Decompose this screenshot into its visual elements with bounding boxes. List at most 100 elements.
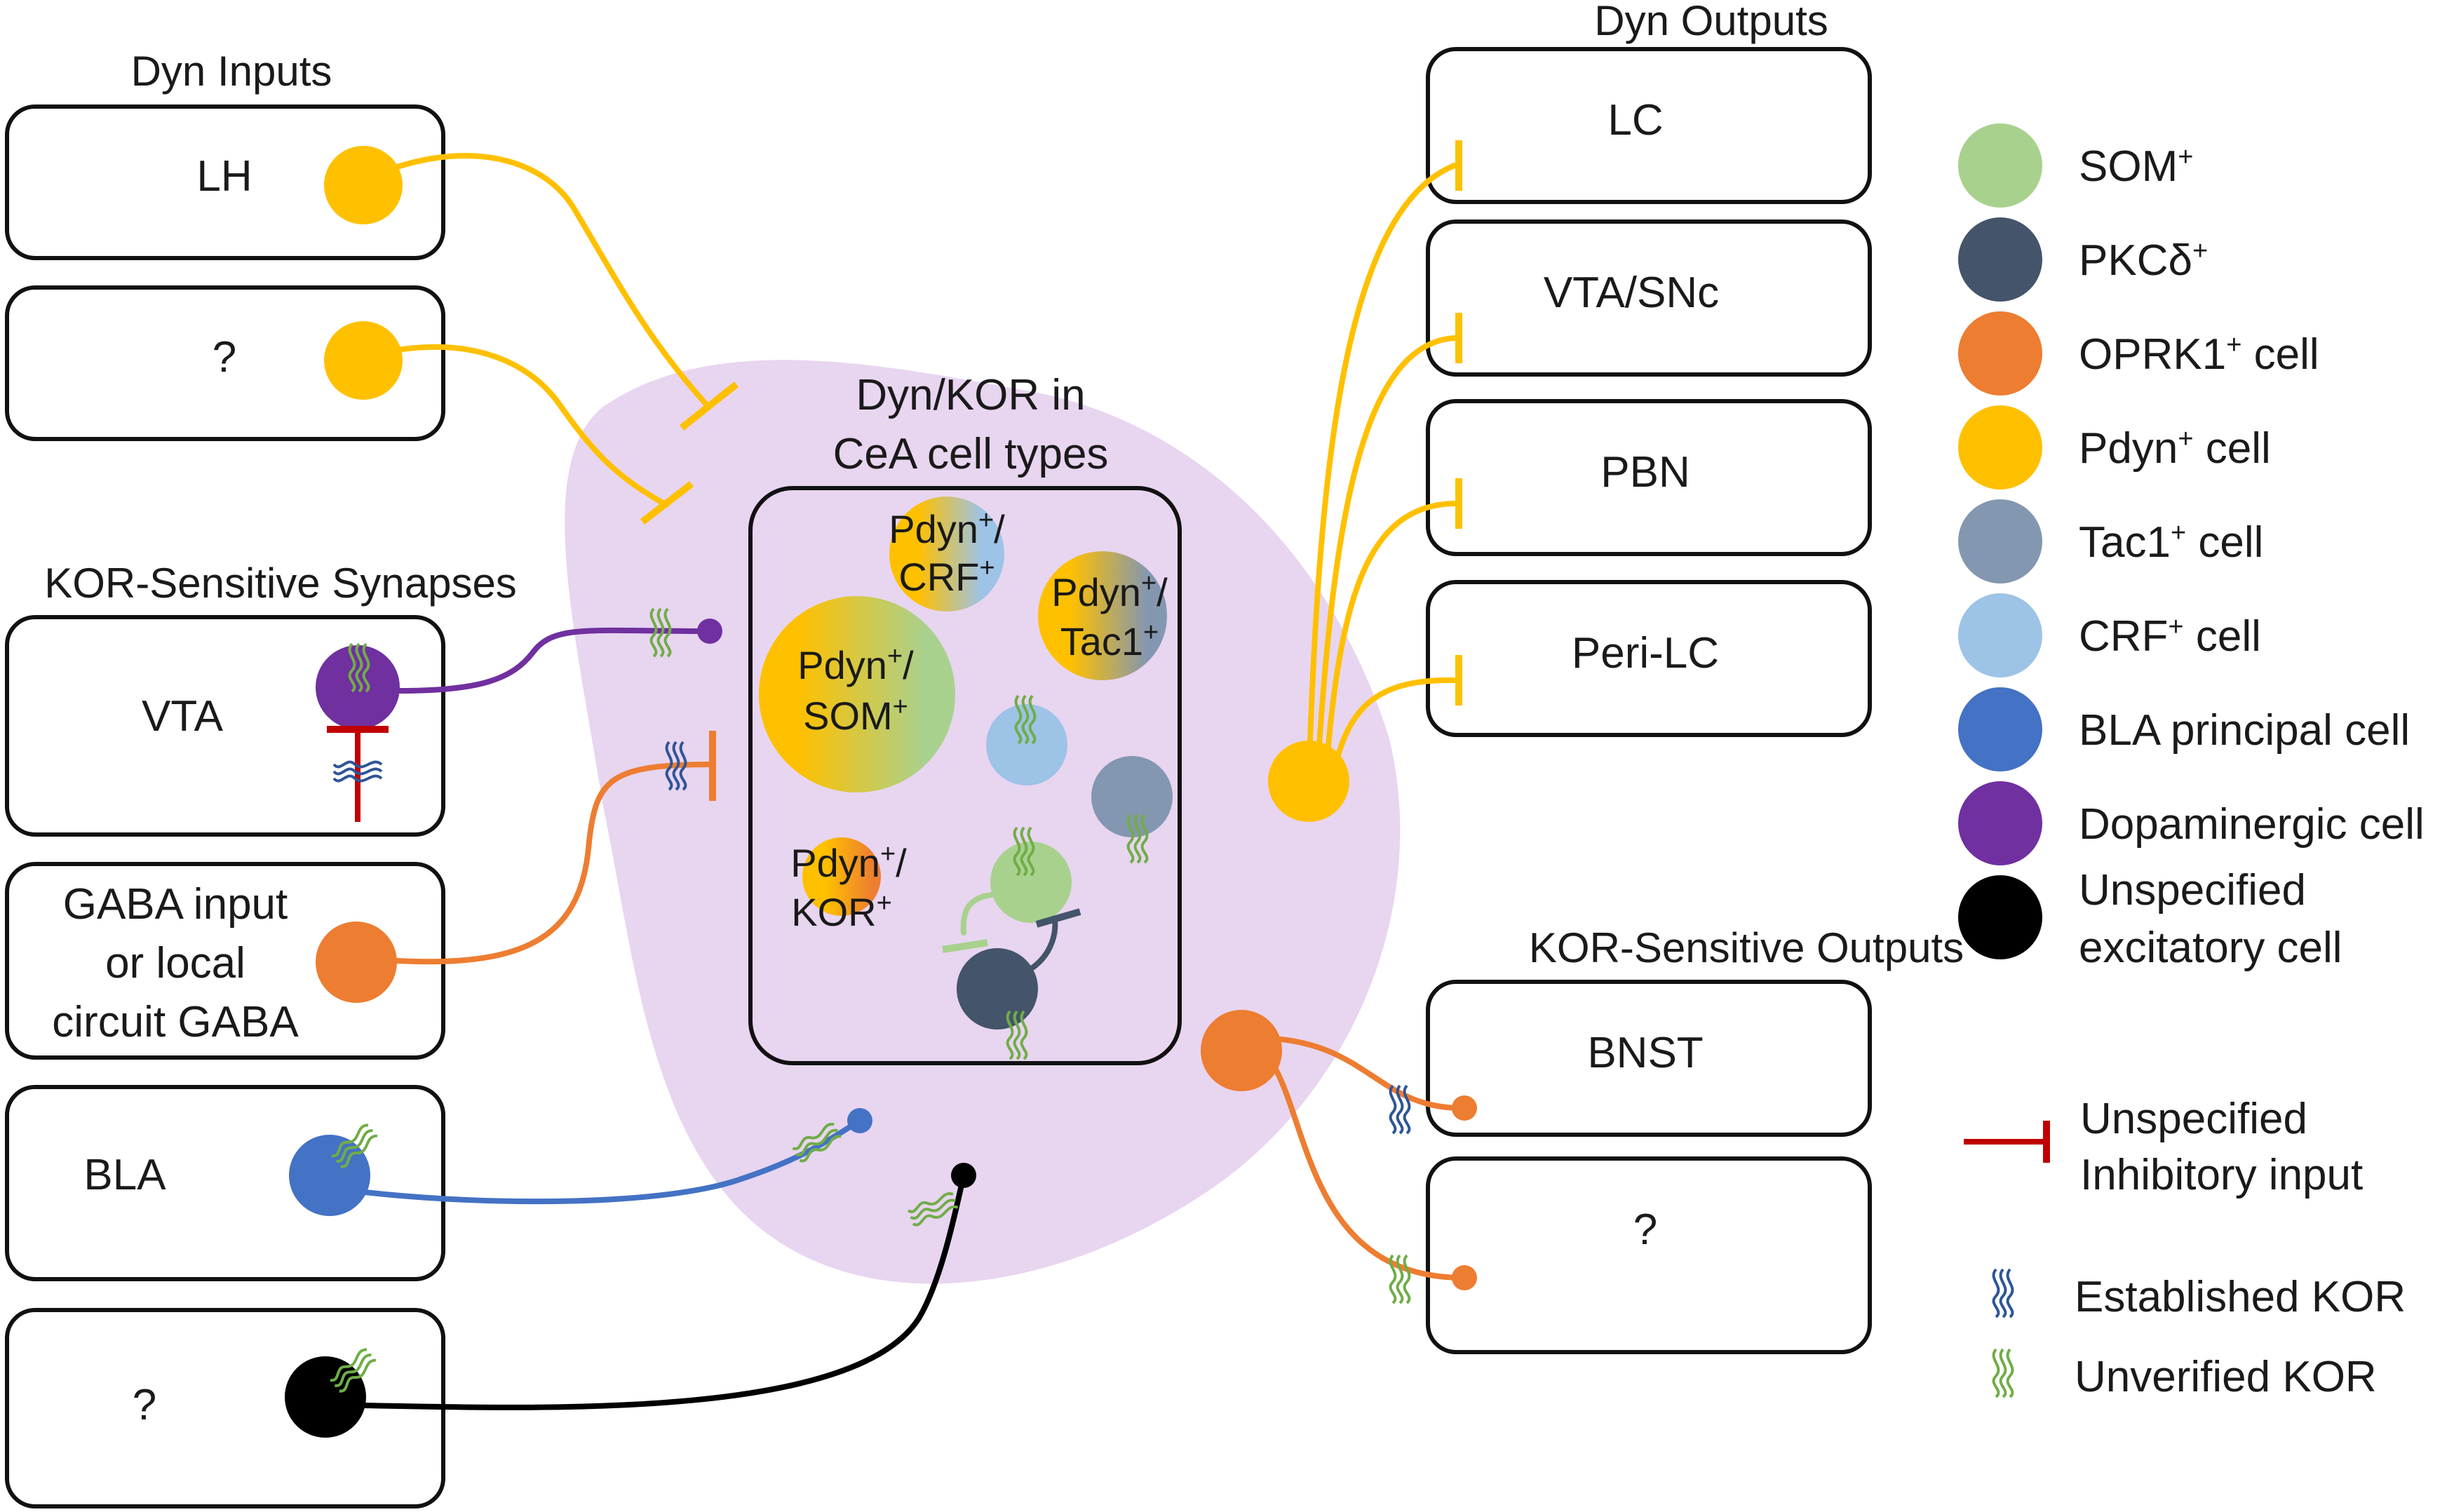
legend-swatch (1958, 123, 2042, 208)
legend-swatch (1958, 311, 2042, 396)
pkcd-synapse-bar (1035, 908, 1081, 928)
input-label-unknown-2: ? (133, 1381, 156, 1429)
legend-label: Tac1+ cell (2079, 518, 2263, 567)
output-label-bnst: BNST (1587, 1029, 1703, 1077)
axon-to-peri-lc (1330, 677, 1457, 781)
legend-item: Tac1+ cell (1958, 499, 2263, 583)
legend-label: SOM+ (2079, 142, 2193, 191)
input-label-gaba-1: GABA input (63, 880, 288, 929)
output-box-unknown: ? (1426, 1156, 1872, 1354)
legend-inhibitory: Unspecified Inhibitory input (1964, 1095, 2363, 1199)
axon-unknown-1-terminal (640, 481, 694, 525)
terminal-vta (697, 619, 722, 644)
input-label-bla: BLA (83, 1151, 166, 1199)
som-synapse-bar (942, 939, 988, 953)
dyn-inputs-header: Dyn Inputs (131, 48, 332, 95)
output-label-lc: LC (1607, 96, 1663, 144)
legend-label: Pdyn+ cell (2079, 424, 2271, 473)
dyn-outputs-header: Dyn Outputs (1594, 0, 1828, 44)
axon-unknown-1 (390, 344, 669, 508)
svg-text:Pdyn+/: Pdyn+/ (1051, 569, 1168, 614)
legend-item: BLA principal cell (1958, 687, 2410, 771)
axon-gaba (394, 762, 715, 965)
terminal-bnst (1452, 1095, 1477, 1121)
input-box-unknown-2: ? (5, 1308, 445, 1508)
output-box-pbn: PBN (1426, 399, 1872, 556)
cea-title-line2: CeA cell types (833, 430, 1109, 478)
legend-swatch (1958, 499, 2042, 583)
axon-lh (390, 153, 711, 410)
legend-label: Unspecified (2079, 866, 2306, 914)
legend-established-kor: Established KOR (1992, 1268, 2406, 1321)
output-box-peri-lc: Peri-LC (1426, 580, 1872, 737)
axon-unknown-2 (362, 1173, 966, 1410)
terminal-bla (847, 1108, 872, 1133)
axon-to-vta-snc (1314, 335, 1457, 781)
cea-som-cell (990, 842, 1072, 923)
cea-cell-pdyn-tac1: Pdyn+/ Tac1+ (1038, 551, 1168, 680)
input-label-vta: VTA (142, 692, 224, 741)
legend-label: PKCδ+ (2079, 236, 2208, 285)
excitatory-cell-unknown (285, 1356, 366, 1438)
legend-item: CRF+ cell (1958, 593, 2261, 677)
cea-cell-types-box (748, 486, 1182, 1065)
axon-to-pbn (1323, 501, 1457, 781)
legend-item: OPRK1+ cell (1958, 311, 2319, 396)
svg-text:CRF+: CRF+ (898, 553, 994, 599)
axon-vta (397, 627, 711, 694)
cea-cell-pdyn-crf: Pdyn+/ CRF+ (889, 497, 1005, 612)
svg-text:SOM+: SOM+ (803, 692, 908, 738)
cea-crf-cell (986, 704, 1067, 785)
axon-to-lc (1306, 163, 1457, 781)
pdyn-cell-lh (324, 146, 403, 224)
cea-pkcd-cell (957, 948, 1038, 1030)
legend-inhibitory-line2: Inhibitory input (2080, 1151, 2363, 1199)
legend-item: PKCδ+ (1958, 217, 2208, 302)
axon-to-bnst (1253, 1035, 1464, 1111)
legend-swatch (1958, 781, 2042, 865)
axon-bla (362, 1118, 863, 1205)
oprk1-output-cell (1201, 1010, 1282, 1091)
output-box-bnst: BNST (1426, 980, 1872, 1137)
output-label-vta-snc: VTA/SNc (1544, 269, 1719, 317)
terminal-unknown-2 (951, 1163, 976, 1188)
cea-cell-pdyn-som: Pdyn+/ SOM+ (759, 596, 955, 792)
legend-established-label: Established KOR (2075, 1273, 2406, 1321)
input-label-lh: LH (196, 152, 252, 201)
terminal-unknown-output (1452, 1265, 1477, 1290)
legend-item: SOM+ (1958, 123, 2193, 208)
output-label-peri-lc: Peri-LC (1572, 629, 1719, 677)
legend-label: excitatory cell (2079, 924, 2342, 972)
cea-cell-pdyn-kor: Pdyn+/ KOR+ (790, 837, 907, 934)
input-box-unknown-1: ? (5, 285, 445, 441)
som-to-pkcd-synapse (960, 892, 994, 936)
pkcd-to-som-synapse (1030, 917, 1058, 971)
legend-item: Dopaminergic cell (1958, 781, 2425, 865)
legend-label: BLA principal cell (2079, 706, 2410, 755)
svg-text:Pdyn+/: Pdyn+/ (797, 642, 914, 687)
svg-text:Tac1+: Tac1+ (1060, 618, 1159, 663)
cea-title-line1: Dyn/KOR in (856, 371, 1085, 419)
input-box-vta: VTA (5, 615, 445, 837)
pdyn-cell-unknown (324, 321, 403, 400)
legend-unverified-kor: Unverified KOR (1992, 1348, 2377, 1401)
output-box-lc: LC (1426, 47, 1872, 204)
dopaminergic-cell-vta (316, 645, 400, 729)
output-label-pbn: PBN (1600, 448, 1690, 497)
input-box-gaba: GABA input or local circuit GABA (5, 862, 445, 1060)
svg-text:Pdyn+/: Pdyn+/ (790, 839, 907, 885)
legend-label: Dopaminergic cell (2079, 800, 2425, 849)
svg-text:Pdyn+/: Pdyn+/ (889, 506, 1005, 551)
pdyn-output-cell (1268, 741, 1349, 822)
legend-swatch (1958, 687, 2042, 771)
oprk1-cell-gaba (316, 922, 397, 1003)
input-label-unknown-1: ? (213, 333, 236, 382)
output-label-unknown: ? (1633, 1206, 1657, 1254)
legend-item: Unspecified excitatory cell (1958, 866, 2342, 972)
established-kor-icon (1992, 1268, 2014, 1318)
input-label-gaba-3: circuit GABA (52, 998, 299, 1046)
cea-tac1-cell (1091, 756, 1173, 837)
input-box-lh: LH (5, 104, 445, 260)
